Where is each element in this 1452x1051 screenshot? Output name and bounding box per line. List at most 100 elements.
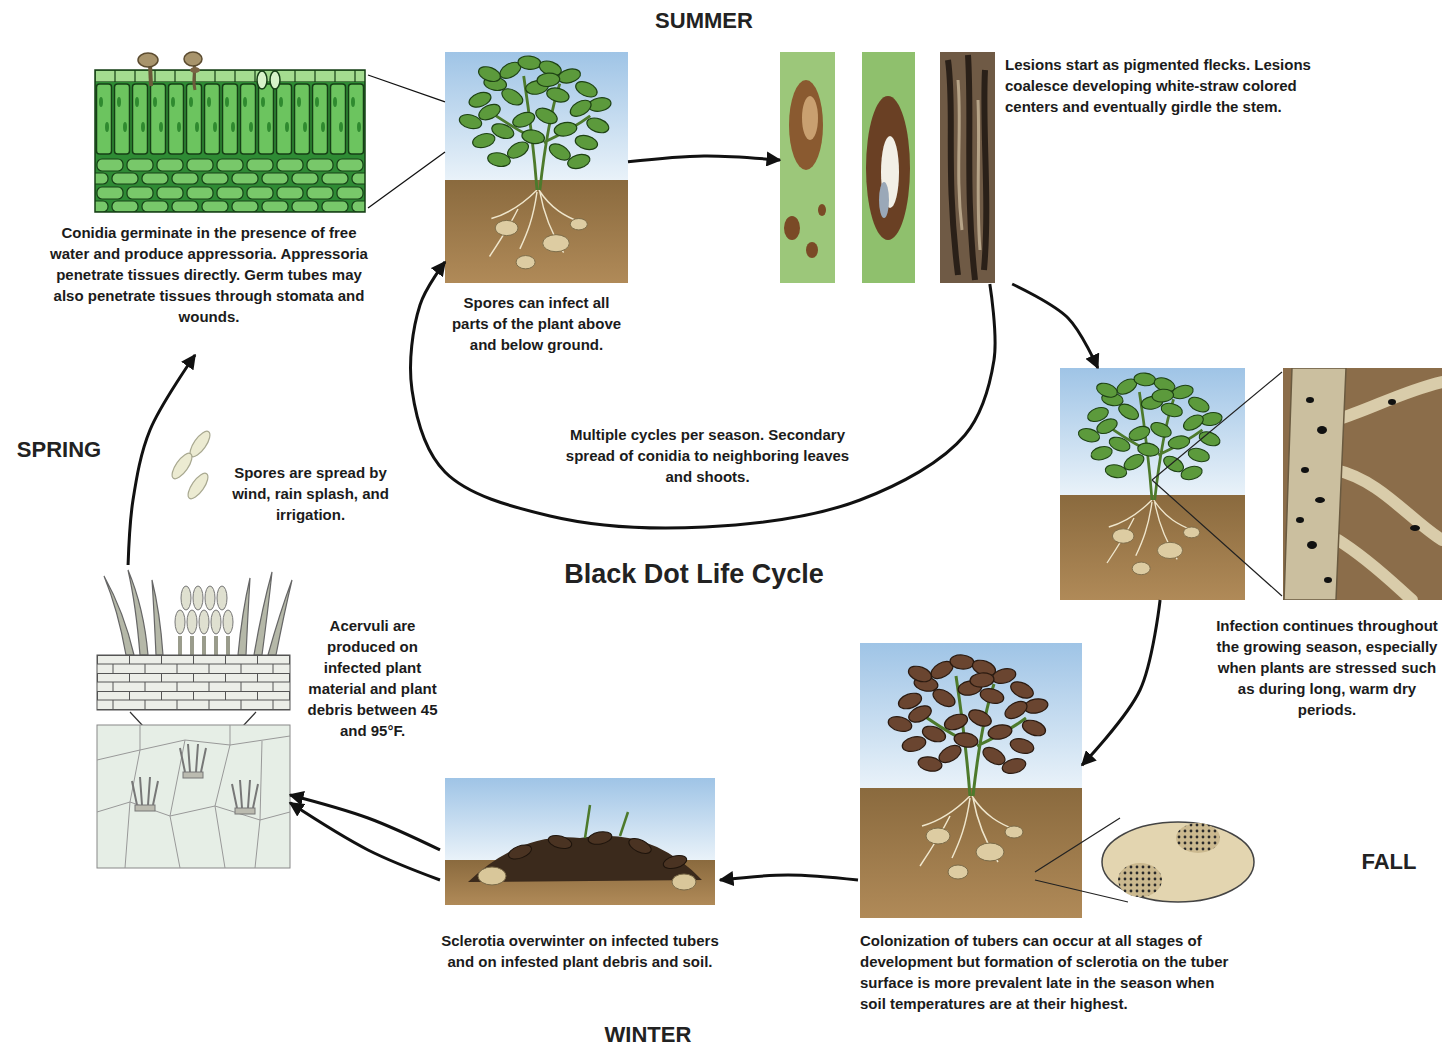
plant-debris bbox=[547, 833, 573, 851]
stem-lesions bbox=[866, 96, 910, 240]
leaf-cross-section bbox=[184, 52, 202, 66]
caption-text: Spores are spread by wind, rain splash, … bbox=[218, 462, 403, 525]
caption-text: Acervuli are produced on infected plant … bbox=[305, 615, 440, 741]
illustration-panel: Acervuli are produced on infected plant … bbox=[97, 565, 290, 868]
infected-plant bbox=[1410, 525, 1420, 531]
acervulus bbox=[232, 780, 258, 814]
leaf-cross-section bbox=[95, 82, 365, 157]
spores bbox=[168, 428, 213, 501]
infected-plant bbox=[1307, 541, 1317, 549]
plant-debris bbox=[672, 874, 696, 890]
leaf-cross-section bbox=[270, 71, 280, 89]
illustration-panel: Spores can infect all parts of the plant… bbox=[445, 52, 628, 378]
infected-plant bbox=[1324, 577, 1332, 583]
diagram-title: Black Dot Life Cycle bbox=[494, 558, 894, 590]
acervulus bbox=[205, 586, 215, 610]
cycle-arrow bbox=[128, 355, 195, 565]
cycle-arrow bbox=[1012, 284, 1098, 368]
dying-plant bbox=[887, 654, 1049, 879]
leaf-cross-section bbox=[138, 53, 158, 67]
illustration-panel: Colonization of tubers can occur at all … bbox=[858, 643, 1082, 918]
acervulus bbox=[180, 744, 206, 778]
caption-text: Colonization of tubers can occur at all … bbox=[860, 930, 1230, 1014]
acervulus bbox=[97, 655, 290, 710]
illustration-panel: Spores are spread by wind, rain splash, … bbox=[162, 428, 217, 503]
cycle-arrow bbox=[411, 262, 996, 528]
acervulus bbox=[223, 610, 233, 634]
caption-text: Sclerotia overwinter on infected tubers … bbox=[440, 930, 720, 972]
stem-lesions bbox=[780, 52, 995, 283]
infected-plant bbox=[1306, 397, 1314, 403]
stem-lesions bbox=[948, 55, 986, 280]
plant-debris bbox=[627, 835, 654, 856]
cycle-arrow bbox=[368, 152, 445, 208]
acervulus bbox=[199, 610, 209, 634]
plant-debris bbox=[662, 853, 688, 871]
acervulus bbox=[187, 610, 197, 634]
stem-lesions bbox=[879, 182, 889, 218]
dying-plant bbox=[1176, 823, 1220, 853]
connector-layer bbox=[128, 75, 1160, 880]
dying-plant bbox=[1102, 822, 1254, 902]
spores bbox=[168, 450, 195, 481]
acervulus bbox=[104, 570, 292, 655]
season-label: WINTER bbox=[548, 1022, 748, 1047]
stem-lesions bbox=[780, 52, 835, 283]
acervulus bbox=[211, 610, 221, 634]
cycle-arrow bbox=[368, 75, 445, 102]
acervulus bbox=[181, 586, 191, 610]
potato-plant bbox=[445, 52, 628, 283]
stem-lesions bbox=[802, 96, 818, 140]
leaf-cross-section bbox=[95, 70, 365, 212]
illustration-panel: Infection continues throughout the growi… bbox=[1060, 368, 1442, 600]
season-label: SUMMER bbox=[604, 8, 804, 33]
cycle-arrow bbox=[628, 156, 780, 162]
stem-lesions bbox=[818, 204, 826, 216]
infected-plant bbox=[1315, 497, 1325, 503]
dying-plant bbox=[1118, 863, 1162, 897]
infected-plant bbox=[1296, 517, 1304, 523]
leaf-cross-section bbox=[95, 157, 365, 212]
cycle-arrow bbox=[290, 803, 440, 880]
leaf-cross-section bbox=[95, 70, 365, 212]
illustration-panel: Sclerotia overwinter on infected tubers … bbox=[440, 778, 720, 996]
infected-plant bbox=[1077, 372, 1223, 575]
edge-label: Multiple cycles per season. Secondary sp… bbox=[555, 424, 860, 487]
dying-plant bbox=[860, 643, 1082, 918]
illustration-panel: Lesions start as pigmented flecks. Lesio… bbox=[780, 52, 1325, 284]
dying-plant bbox=[860, 788, 1082, 918]
leaf-cross-section bbox=[257, 71, 267, 89]
leaf-cross-section bbox=[95, 70, 365, 82]
plant-debris bbox=[507, 842, 534, 861]
infected-plant bbox=[1284, 368, 1346, 600]
cycle-arrow bbox=[290, 795, 440, 850]
acervulus bbox=[97, 725, 290, 868]
infected-plant bbox=[1060, 368, 1442, 600]
acervulus bbox=[175, 610, 185, 634]
leaf-cross-section bbox=[95, 52, 365, 212]
season-label: FALL bbox=[1339, 849, 1439, 874]
infected-plant bbox=[1283, 368, 1442, 600]
spores bbox=[184, 470, 211, 501]
plant-debris bbox=[478, 867, 506, 885]
plant-debris bbox=[445, 778, 715, 905]
stem-lesions bbox=[862, 52, 915, 283]
cycle-arrow bbox=[1082, 600, 1160, 765]
stem-lesions bbox=[940, 52, 995, 283]
infected-plant bbox=[1152, 372, 1282, 596]
plant-debris bbox=[587, 830, 613, 846]
caption-text: Conidia germinate in the presence of fre… bbox=[50, 222, 368, 327]
stem-lesions bbox=[789, 80, 823, 170]
illustration-panel: Conidia germinate in the presence of fre… bbox=[50, 50, 368, 355]
caption-text: Lesions start as pigmented flecks. Lesio… bbox=[1005, 54, 1323, 117]
infected-plant bbox=[1335, 382, 1442, 600]
infected-plant bbox=[1301, 467, 1309, 473]
stem-lesions bbox=[958, 80, 980, 250]
infected-plant bbox=[1317, 426, 1327, 434]
dying-plant bbox=[860, 643, 1254, 918]
stem-lesions bbox=[784, 216, 800, 240]
acervulus bbox=[180, 636, 228, 655]
caption-text: Spores can infect all parts of the plant… bbox=[450, 292, 623, 355]
